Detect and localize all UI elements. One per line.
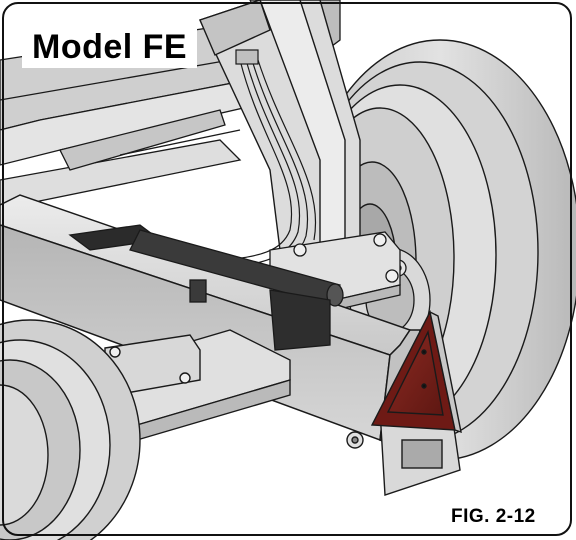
figure-number: FIG. 2-12 [451, 506, 536, 527]
smv-reflector [370, 309, 462, 434]
left-tire [0, 319, 141, 540]
model-label: Model FE [22, 26, 198, 68]
light-bracket [68, 224, 344, 351]
